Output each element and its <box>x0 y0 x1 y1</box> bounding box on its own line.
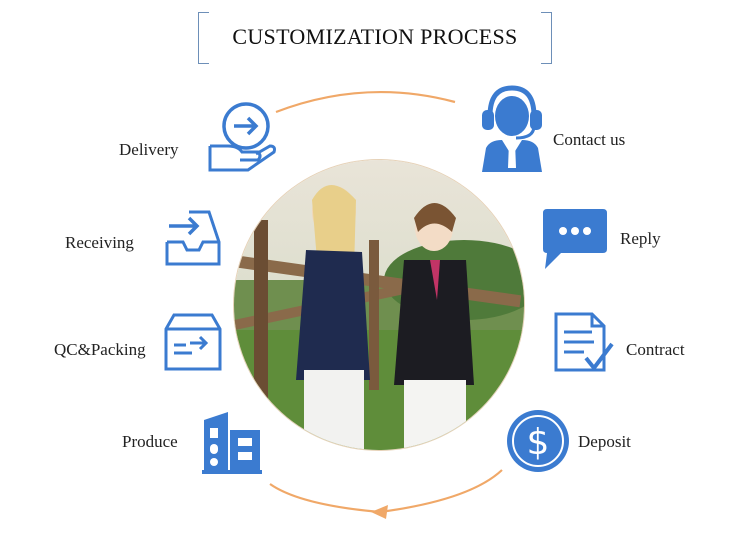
title-box: CUSTOMIZATION PROCESS <box>198 12 552 64</box>
dollar-coin-icon: $ <box>505 408 571 474</box>
step-label-reply: Reply <box>620 229 661 248</box>
step-label-produce: Produce <box>122 432 178 451</box>
headset-agent-icon <box>476 82 548 172</box>
page-title: CUSTOMIZATION PROCESS <box>232 24 518 49</box>
step-label-receiving: Receiving <box>65 233 134 252</box>
step-label-deposit: Deposit <box>578 432 631 451</box>
document-check-icon <box>552 310 616 376</box>
box-arrow-icon <box>162 311 224 373</box>
step-label-contact-us: Contact us <box>553 130 626 149</box>
arrow-head-icon <box>371 505 388 519</box>
center-photo <box>234 160 524 450</box>
chat-bubble-icon <box>541 207 609 271</box>
factory-building-icon <box>200 410 264 474</box>
step-label-contract: Contract <box>626 340 685 359</box>
step-label-qc-packing: QC&Packing <box>54 340 146 359</box>
hand-delivery-icon <box>208 100 278 172</box>
step-label-delivery: Delivery <box>119 140 179 159</box>
inbox-arrow-icon <box>163 208 223 268</box>
svg-text:$: $ <box>527 422 550 463</box>
